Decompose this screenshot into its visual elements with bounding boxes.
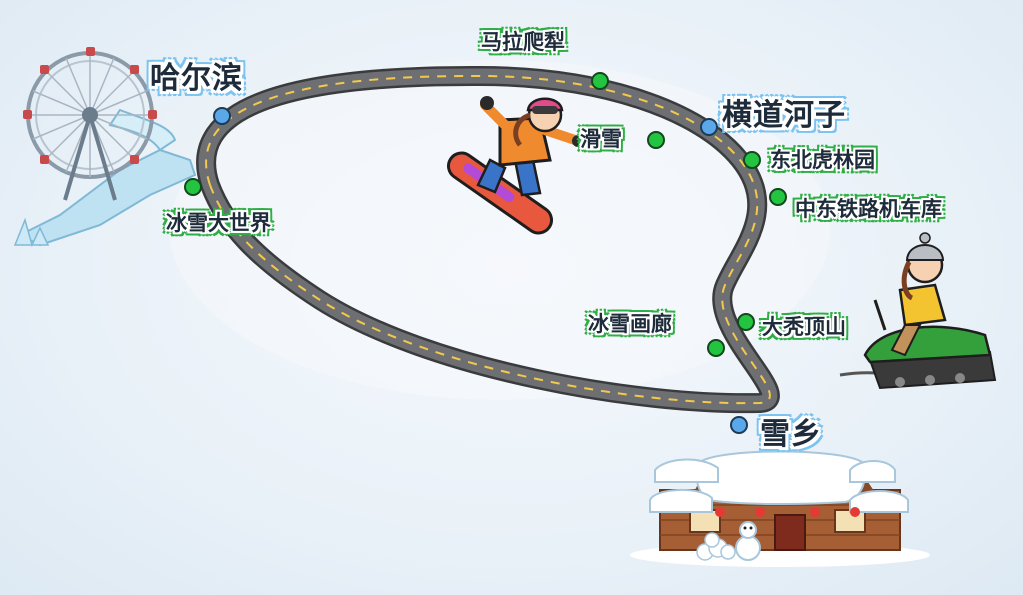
city-label-harbin: 哈尔滨 [150,61,243,96]
attraction-label-horse-sleigh: 马拉爬犁 [481,30,565,54]
attraction-dot [707,339,725,357]
city-dot [213,107,231,125]
city-label-snow-town: 雪乡 [760,417,822,452]
attraction-markers [184,72,787,357]
city-markers [213,107,748,434]
attraction-dot [591,72,609,90]
city-dot [700,118,718,136]
attraction-dot [184,178,202,196]
city-dot [730,416,748,434]
snowmobile-icon [839,232,997,390]
attraction-label-ice-snow-gallery: 冰雪画廊 [588,312,672,336]
attraction-label-railway-depot: 中东铁路机车库 [795,197,942,221]
attraction-dot [737,313,755,331]
attraction-label-skiing: 滑雪 [580,127,622,151]
attraction-label-datuding-mountain: 大秃顶山 [762,315,846,339]
city-label-hengdaohezi: 横道河子 [722,98,846,133]
snowboarder-icon [446,96,584,235]
attraction-dot [647,131,665,149]
snow-cabin-icon [630,450,930,567]
attraction-dot [743,151,761,169]
attraction-dot [769,188,787,206]
attraction-label-ice-snow-world: 冰雪大世界 [166,211,271,235]
attraction-label-tiger-park: 东北虎林园 [770,148,875,172]
road-route [196,65,780,414]
ferris-wheel-icon [13,47,197,248]
